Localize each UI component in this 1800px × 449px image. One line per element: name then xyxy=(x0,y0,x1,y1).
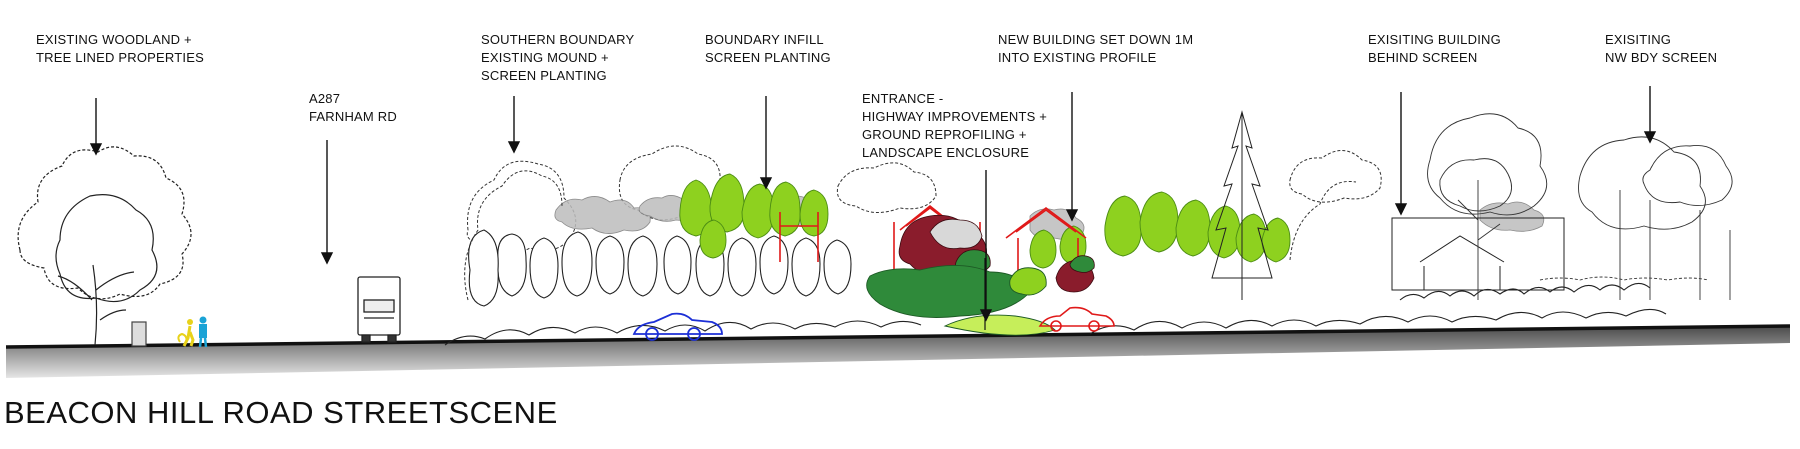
proposed-green-trees xyxy=(679,173,1291,269)
annotation-line: ENTRANCE - xyxy=(862,91,944,106)
conifer-tree xyxy=(1211,110,1273,300)
annotation-existing-building: EXISITING BUILDING BEHIND SCREEN xyxy=(1368,31,1501,67)
ground-section xyxy=(5,324,1791,378)
annotation-arrows xyxy=(89,86,1657,322)
annotation-boundary-infill: BOUNDARY INFILL SCREEN PLANTING xyxy=(705,31,831,67)
annotation-woodland: EXISTING WOODLAND + TREE LINED PROPERTIE… xyxy=(36,31,204,67)
annotation-southern-boundary: SOUTHERN BOUNDARY EXISTING MOUND + SCREE… xyxy=(481,31,634,85)
hedge-base xyxy=(444,282,1667,346)
annotation-entrance: ENTRANCE - HIGHWAY IMPROVEMENTS + GROUND… xyxy=(862,90,1047,162)
annotation-line: SCREEN PLANTING xyxy=(705,50,831,65)
annotation-line: EXISTING MOUND + xyxy=(481,50,609,65)
annotation-line: BOUNDARY INFILL xyxy=(705,32,824,47)
screen-tree-row xyxy=(468,229,852,307)
entrance-landscape xyxy=(866,258,1056,336)
blue-car xyxy=(632,312,723,341)
annotation-line: EXISITING BUILDING xyxy=(1368,32,1501,47)
annotation-line: HIGHWAY IMPROVEMENTS + xyxy=(862,109,1048,124)
pedestrian-figures xyxy=(177,316,208,348)
annotation-line: BEHIND SCREEN xyxy=(1368,50,1478,65)
annotation-nw-screen: EXISITING NW BDY SCREEN xyxy=(1605,31,1717,67)
nw-boundary-trees xyxy=(1427,113,1733,300)
annotation-line: TREE LINED PROPERTIES xyxy=(36,50,204,65)
annotation-line: EXISITING xyxy=(1605,32,1672,47)
annotation-line: NW BDY SCREEN xyxy=(1605,50,1718,65)
annotation-line: SCREEN PLANTING xyxy=(481,68,607,83)
annotation-line: GROUND REPROFILING + xyxy=(862,127,1027,142)
annotation-road: A287 FARNHAM RD xyxy=(309,90,397,126)
annotation-new-building: NEW BUILDING SET DOWN 1M INTO EXISTING P… xyxy=(998,31,1193,67)
annotation-line: SOUTHERN BOUNDARY xyxy=(481,32,635,47)
drawing-title: BEACON HILL ROAD STREETSCENE xyxy=(4,395,558,430)
annotation-line: NEW BUILDING SET DOWN 1M xyxy=(998,32,1194,47)
annotation-line: INTO EXISTING PROFILE xyxy=(998,50,1157,65)
woodland-tree xyxy=(17,146,192,347)
annotation-line: LANDSCAPE ENCLOSURE xyxy=(862,145,1030,160)
annotation-line: EXISTING WOODLAND + xyxy=(36,32,192,47)
red-car xyxy=(1038,306,1115,332)
annotation-line: A287 xyxy=(309,91,341,106)
mound-outline-trees xyxy=(464,170,1357,301)
annotation-line: FARNHAM RD xyxy=(309,109,397,124)
van xyxy=(357,276,401,343)
